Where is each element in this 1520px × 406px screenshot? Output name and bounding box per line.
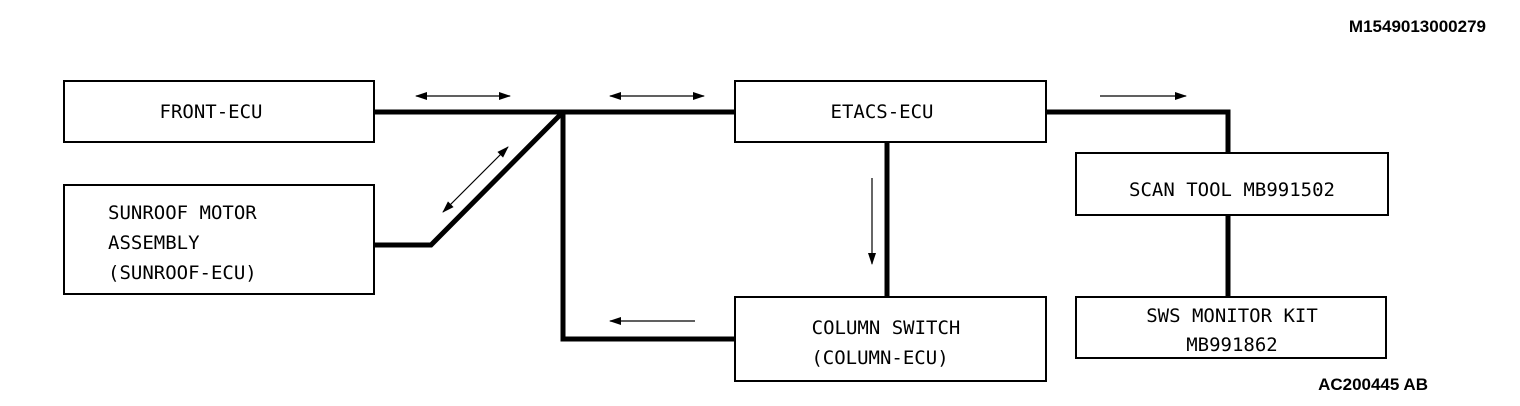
sws-monitor-label-line2: MB991862 [1186,334,1278,356]
wire-etacs-to-scan-tool [1046,109,1231,153]
figure-code: M1549013000279 [1349,17,1486,36]
box-front-ecu: FRONT-ECU [63,80,375,143]
column-switch-label-line2: (COLUMN-ECU) [811,347,948,369]
flow-arrows [415,92,1187,325]
sunroof-motor-label-line1: SUNROOF MOTOR [108,202,257,224]
sunroof-motor-label-line2: ASSEMBLY [108,232,200,254]
wire-sunroof-to-junction [374,110,565,248]
box-sunroof-motor-assembly: SUNROOF MOTOR ASSEMBLY (SUNROOF-ECU) [63,184,375,295]
etacs-ecu-label: ETACS-ECU [831,101,934,123]
box-etacs-ecu: ETACS-ECU [734,80,1047,143]
sws-monitor-label-line1: SWS MONITOR KIT [1146,305,1318,327]
arrow-sunroof-bidirectional [442,146,509,213]
column-switch-label-line1: COLUMN SWITCH [812,317,961,339]
box-scan-tool: SCAN TOOL MB991502 [1075,152,1389,216]
scan-tool-label: SCAN TOOL MB991502 [1129,179,1335,201]
sunroof-motor-label-line3: (SUNROOF-ECU) [108,262,257,284]
communication-lines [374,109,1231,342]
wire-junction-to-column [560,112,735,342]
front-ecu-label: FRONT-ECU [160,101,263,123]
box-column-switch: COLUMN SWITCH (COLUMN-ECU) [734,296,1047,382]
box-sws-monitor-kit: SWS MONITOR KIT MB991862 [1075,296,1387,359]
reference-code: AC200445 AB [1318,375,1428,394]
